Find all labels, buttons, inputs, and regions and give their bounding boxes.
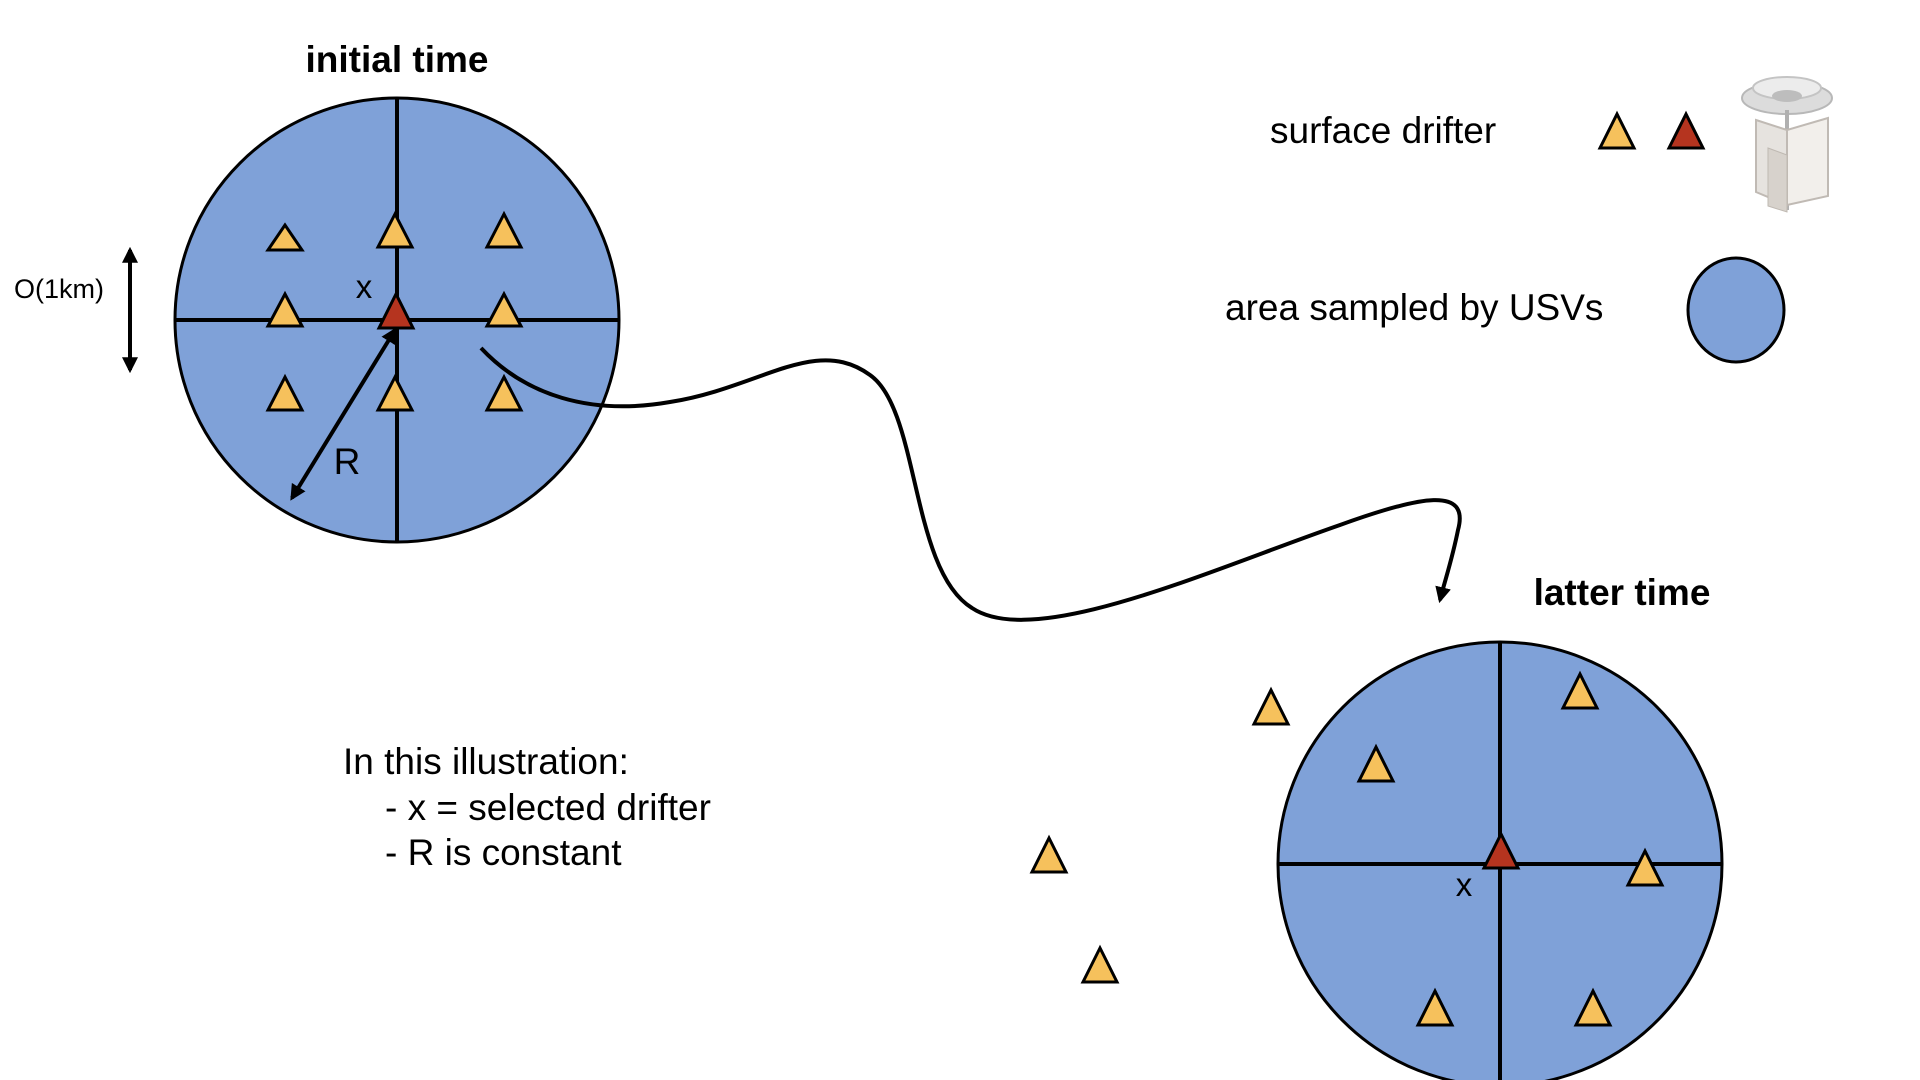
legend-area-label: area sampled by USVs — [1225, 287, 1603, 328]
drifter — [1356, 743, 1396, 783]
selected-drifter — [1481, 830, 1521, 870]
drifter — [265, 290, 305, 328]
drifter — [1560, 670, 1600, 710]
drifter — [1573, 987, 1613, 1027]
selected-drifter-mark-initial: x — [356, 268, 373, 305]
legend-area-icon — [1686, 256, 1786, 364]
drifter — [1029, 834, 1069, 874]
legend-selected-drifter-icon — [1666, 110, 1706, 150]
scale-label: O(1km) — [14, 274, 104, 304]
legend-drifter-icon — [1597, 110, 1637, 150]
drifter — [1625, 847, 1665, 887]
note-line-1: In this illustration: — [343, 741, 629, 782]
surface-drifter-device-icon — [1741, 76, 1833, 213]
drifter — [484, 210, 524, 249]
note-line-2: - x = selected drifter — [385, 787, 711, 828]
drifter — [1415, 987, 1455, 1027]
initial-time-title: initial time — [306, 39, 489, 80]
selected-drifter-mark-latter: x — [1456, 866, 1473, 903]
drifter — [265, 222, 305, 252]
drifter — [375, 210, 415, 249]
drifter — [1080, 944, 1120, 984]
legend-drifter-label: surface drifter — [1270, 110, 1496, 151]
drift-trajectory-arrow — [479, 346, 1462, 622]
drifter — [484, 373, 524, 412]
latter-time-title: latter time — [1534, 572, 1711, 613]
drifter — [484, 290, 524, 328]
drifter — [1251, 686, 1291, 726]
radius-label: R — [334, 441, 361, 482]
radius-arrow — [290, 327, 397, 501]
note-line-3: - R is constant — [385, 832, 622, 873]
